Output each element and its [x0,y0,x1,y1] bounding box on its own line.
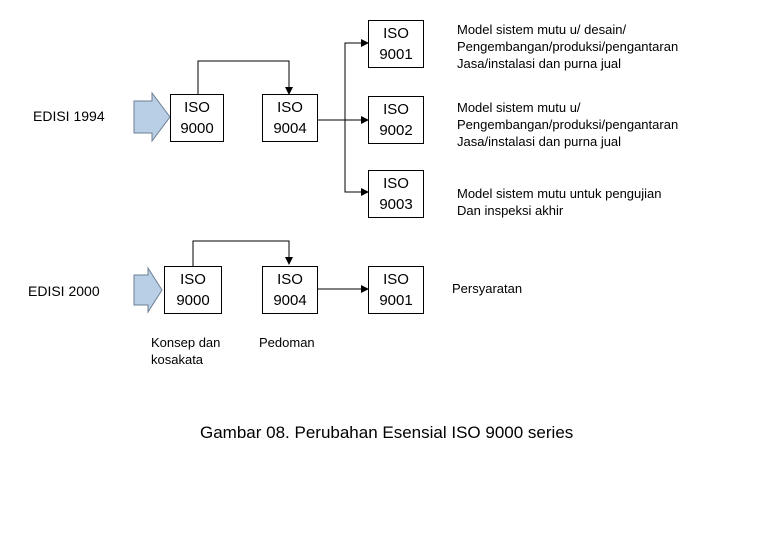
link-1994-9000-9004 [197,60,293,96]
edition-1994-label: EDISI 1994 [33,108,105,124]
description-2000-iso9001: Persyaratan [452,281,523,296]
edition-1994-block-arrow [133,91,171,143]
box-2000-iso9001: ISO 9001 [368,266,424,314]
box-1994-iso9002: ISO 9002 [368,96,424,144]
box-2000-iso9004: ISO 9004 [262,266,318,314]
box-1994-iso9001: ISO 9001 [368,20,424,68]
description-1994-iso9001: Model sistem mutu u/ desain/ Pengembanga… [457,22,679,71]
link-1994-branch-9003 [344,120,369,196]
figure-caption: Gambar 08. Perubahan Esensial ISO 9000 s… [200,423,574,442]
box-1994-iso9000: ISO 9000 [170,94,224,142]
description-1994-iso9003: Model sistem mutu untuk pengujian Dan in… [457,186,662,218]
link-2000-9000-9004 [192,240,293,266]
box-1994-iso9004: ISO 9004 [262,94,318,142]
sublabel-pedoman: Pedoman [259,335,315,350]
edition-2000-label: EDISI 2000 [28,283,100,299]
edition-2000-block-arrow [133,266,163,314]
description-1994-iso9002: Model sistem mutu u/ Pengembangan/produk… [457,100,679,149]
link-1994-branch-9001 [344,39,369,120]
sublabel-konsep-dan-kosakata: Konsep dan kosakata [151,335,221,367]
box-1994-iso9003: ISO 9003 [368,170,424,218]
box-2000-iso9000: ISO 9000 [164,266,222,314]
